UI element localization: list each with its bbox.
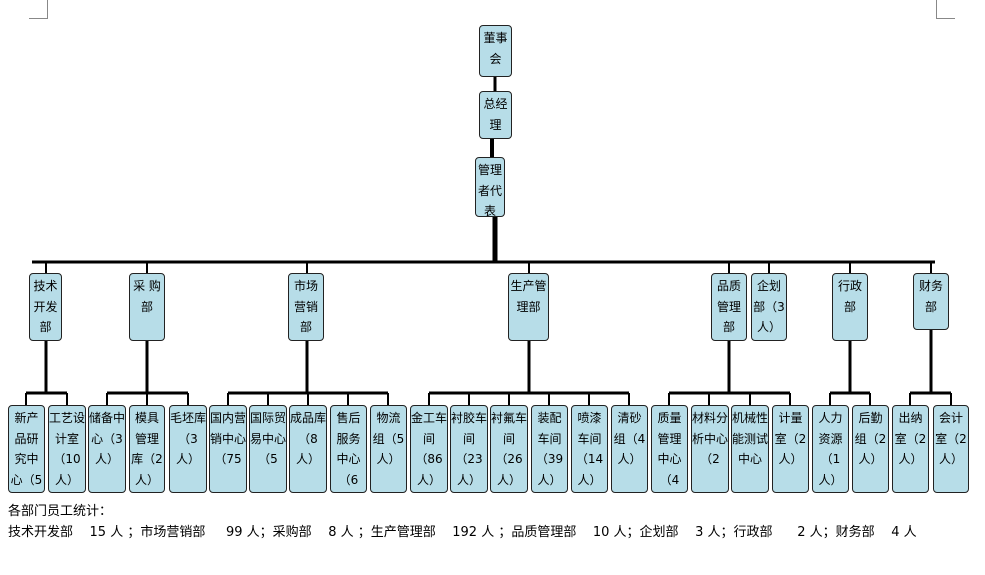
node-unit-intl-trade: 国际贸易中心（5	[249, 405, 287, 493]
crop-mark-left	[29, 0, 48, 19]
node-dept-purchasing: 采 购部	[129, 273, 165, 341]
node-unit-accounting: 会计室（2人）	[933, 405, 969, 493]
node-board: 董事会	[479, 25, 512, 77]
node-unit-quality-management: 质量管理中心（4	[651, 405, 688, 493]
node-dept-planning: 企划部（3人）	[751, 273, 787, 341]
node-unit-rubber-lining-workshop: 衬胶车间（23人）	[450, 405, 488, 493]
node-unit-sand-cleaning: 清砂组（4人）	[611, 405, 648, 493]
node-unit-process-design: 工艺设计室（10人）	[48, 405, 86, 493]
node-unit-finished-goods: 成品库（8人）	[289, 405, 327, 493]
node-unit-human-resources: 人力资源（1人）	[812, 405, 849, 493]
node-dept-admin: 行政部	[832, 273, 868, 341]
node-unit-cashier: 出纳室（2人）	[892, 405, 929, 493]
node-unit-after-sales: 售后服务中心（6	[330, 405, 367, 493]
node-unit-reserve-center: 储备中心（3人）	[88, 405, 126, 493]
node-dept-quality: 品质管理部	[711, 273, 747, 341]
node-unit-fluorine-lining-workshop: 衬氟车间（26人）	[490, 405, 528, 493]
node-unit-blank-storage: 毛坯库（3人）	[169, 405, 207, 493]
node-unit-material-analysis: 材料分析中心（2	[691, 405, 729, 493]
stats-title: 各部门员工统计：	[8, 504, 113, 519]
node-dept-finance: 财务部	[913, 273, 949, 330]
node-unit-domestic-sales: 国内营销中心（75	[209, 405, 247, 493]
node-unit-metrology: 计量室（2人）	[772, 405, 809, 493]
node-management-representative: 管理者代表	[475, 157, 505, 217]
node-unit-mold-storage: 模具管理库（2人）	[129, 405, 165, 493]
node-dept-marketing: 市场营销部	[288, 273, 324, 341]
node-unit-new-product-rd: 新产品研究中心（5	[8, 405, 45, 493]
node-unit-metalwork-workshop: 金工车间（86人）	[410, 405, 448, 493]
node-unit-assembly-workshop: 装配车间（39人）	[531, 405, 568, 493]
node-unit-logistics-support: 后勤组（2人）	[852, 405, 889, 493]
node-unit-logistics: 物流组（5人）	[370, 405, 407, 493]
stats-line: 技术开发部 15 人 ；市场营销部 99 人；采购部 8 人 ；生产管理部 19…	[8, 525, 917, 540]
node-dept-production: 生产管理部	[508, 273, 549, 341]
node-dept-tech: 技术开发部	[29, 273, 62, 341]
node-general-manager: 总经理	[479, 91, 512, 139]
node-unit-mechanical-testing: 机械性能测试中心	[731, 405, 769, 493]
node-unit-painting-workshop: 喷漆车间（14人）	[571, 405, 608, 493]
crop-mark-right	[936, 0, 955, 19]
